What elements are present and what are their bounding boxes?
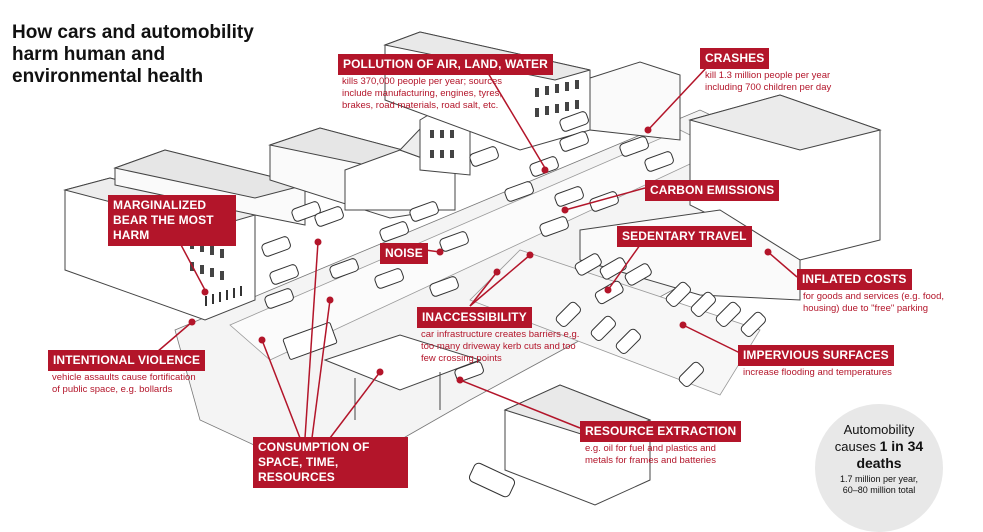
crashes-leader [647, 65, 709, 131]
noise-label: NOISE [380, 243, 428, 264]
stat-line-2a: causes [834, 439, 880, 454]
stat-line-3: deaths [856, 455, 902, 471]
crashes-description: kill 1.3 million people per year includi… [705, 70, 832, 93]
stat-line-1: Automobility [843, 422, 915, 437]
pollution-description: kills 370,000 people per year; sources i… [342, 76, 503, 111]
inaccessibility-label: INACCESSIBILITY [417, 307, 532, 328]
inaccessibility-leader [469, 254, 531, 307]
inaccessibility-leader-2 [469, 271, 498, 307]
impervious-leader [682, 324, 741, 354]
leader-dots [188, 126, 772, 384]
leader-lines [149, 65, 798, 439]
pollution-label: POLLUTION OF AIR, LAND, WATER [338, 54, 553, 75]
crashes-label: CRASHES [700, 48, 770, 69]
death-statistic-badge: Automobility causes 1 in 34 deaths 1.7 m… [815, 404, 943, 532]
marginalized-label: MARGINALIZED BEAR THE MOST HARM [108, 195, 236, 246]
stat-sub-text: 1.7 million per year, 60–80 million tota… [815, 474, 943, 496]
impervious-surfaces-description: increase flooding and temperatures [743, 367, 892, 378]
inaccessibility-description: car infrastructure creates barriers e.g.… [421, 329, 580, 364]
sedentary-travel-label: SEDENTARY TRAVEL [617, 226, 752, 247]
stat-sub-1: 1.7 million per year, [839, 474, 919, 484]
consumption-leader-1 [261, 339, 301, 439]
page-title: How cars and automobility harm human and… [12, 22, 254, 87]
consumption-leader-3 [311, 299, 331, 439]
carbon-emissions-label: CARBON EMISSIONS [645, 180, 780, 201]
sedentary-leader [607, 244, 641, 291]
inflated-costs-label: INFLATED COSTS [797, 269, 912, 290]
stat-sub-2: 60–80 million total [842, 485, 916, 495]
cars [261, 111, 766, 498]
resource-extraction-label: RESOURCE EXTRACTION [580, 421, 742, 442]
consumption-leader-2 [304, 241, 319, 439]
resource-leader [459, 379, 581, 429]
impervious-surfaces-label: IMPERVIOUS SURFACES [738, 345, 894, 366]
inflated-costs-description: for goods and services (e.g. food, housi… [803, 291, 944, 314]
inflated-leader [767, 251, 798, 278]
consumption-label: CONSUMPTION OF SPACE, TIME, RESOURCES [253, 437, 408, 488]
bollards [205, 286, 242, 306]
intentional-violence-description: vehicle assaults cause fortification of … [52, 372, 196, 395]
stat-line-2b: 1 in 34 [879, 438, 924, 454]
pollution-leader [484, 67, 546, 169]
stat-main-text: Automobility causes 1 in 34 deaths [815, 422, 943, 472]
consumption-leader-4 [329, 371, 381, 439]
carbon-leader [564, 187, 646, 211]
resource-extraction-description: e.g. oil for fuel and plastics and metal… [585, 443, 716, 466]
intentional-violence-label: INTENTIONAL VIOLENCE [48, 350, 206, 371]
